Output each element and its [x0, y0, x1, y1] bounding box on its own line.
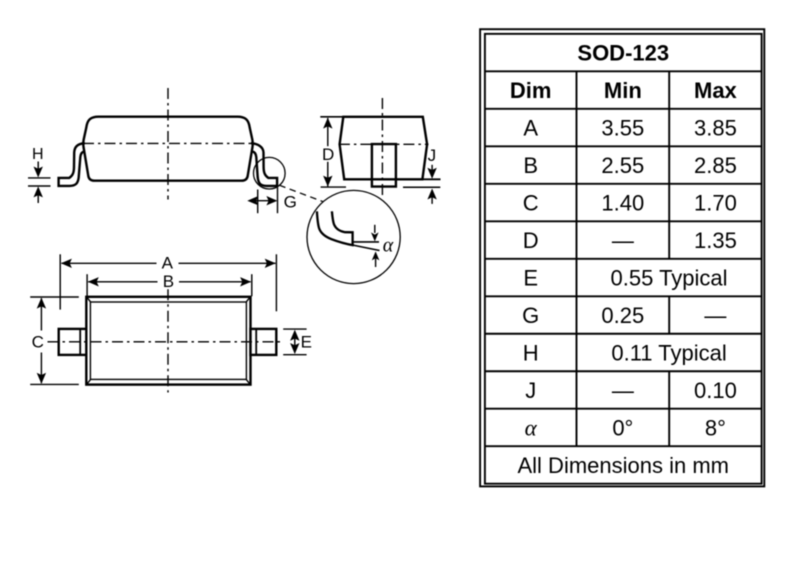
svg-text:—: — — [612, 228, 634, 253]
svg-text:2.55: 2.55 — [601, 153, 644, 178]
svg-text:0.25: 0.25 — [601, 303, 644, 328]
svg-text:3.85: 3.85 — [694, 115, 737, 140]
svg-text:1.40: 1.40 — [601, 190, 644, 215]
svg-text:H: H — [523, 340, 539, 365]
svg-text:C: C — [523, 190, 539, 215]
svg-text:B: B — [523, 153, 538, 178]
svg-text:1.70: 1.70 — [694, 190, 737, 215]
svg-text:G: G — [284, 193, 297, 212]
svg-text:0°: 0° — [612, 415, 633, 440]
svg-text:D: D — [523, 228, 539, 253]
svg-text:J: J — [428, 146, 437, 165]
svg-text:E: E — [301, 332, 312, 351]
svg-text:1.35: 1.35 — [694, 228, 737, 253]
svg-text:α: α — [525, 415, 538, 440]
svg-text:All Dimensions in mm: All Dimensions in mm — [518, 453, 730, 478]
svg-text:3.55: 3.55 — [601, 115, 644, 140]
svg-text:Dim: Dim — [510, 78, 552, 103]
svg-text:2.85: 2.85 — [694, 153, 737, 178]
svg-text:G: G — [522, 303, 539, 328]
svg-text:J: J — [525, 378, 536, 403]
svg-text:8°: 8° — [705, 415, 726, 440]
svg-text:Max: Max — [694, 78, 738, 103]
svg-text:E: E — [523, 265, 538, 290]
svg-text:0.11 Typical: 0.11 Typical — [611, 340, 726, 365]
svg-text:C: C — [32, 333, 44, 352]
svg-text:A: A — [523, 115, 538, 140]
svg-text:D: D — [322, 145, 334, 164]
svg-text:α: α — [383, 235, 394, 257]
svg-text:—: — — [612, 378, 634, 403]
svg-text:H: H — [32, 146, 44, 163]
svg-text:Min: Min — [604, 78, 642, 103]
svg-text:0.55 Typical: 0.55 Typical — [611, 265, 728, 290]
svg-text:A: A — [162, 253, 174, 272]
svg-text:0.10: 0.10 — [694, 378, 737, 403]
svg-text:—: — — [704, 303, 726, 328]
svg-text:SOD-123: SOD-123 — [577, 40, 669, 65]
svg-text:B: B — [163, 272, 174, 291]
